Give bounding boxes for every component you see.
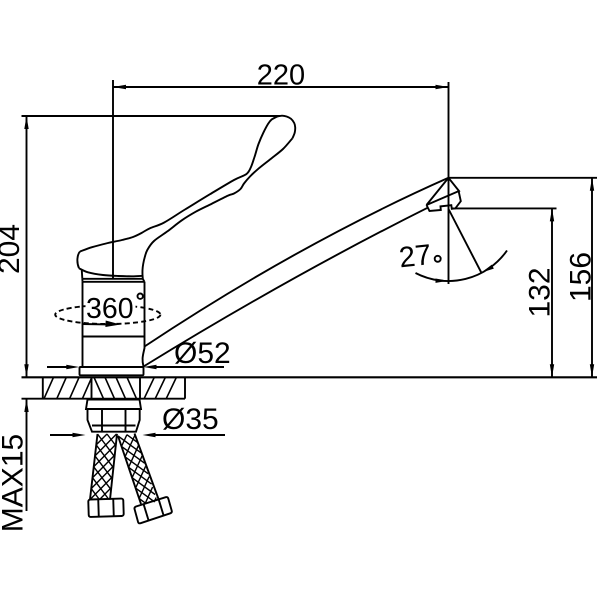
svg-text:220: 220 <box>257 60 305 92</box>
svg-text:360: 360 <box>86 293 134 325</box>
svg-text:MAX15: MAX15 <box>0 434 30 532</box>
svg-text:Ø35: Ø35 <box>162 403 219 436</box>
svg-text:27: 27 <box>397 239 432 274</box>
svg-text:Ø52: Ø52 <box>174 337 231 370</box>
svg-text:156: 156 <box>565 252 598 302</box>
svg-text:132: 132 <box>524 267 557 317</box>
svg-text:204: 204 <box>0 224 26 274</box>
